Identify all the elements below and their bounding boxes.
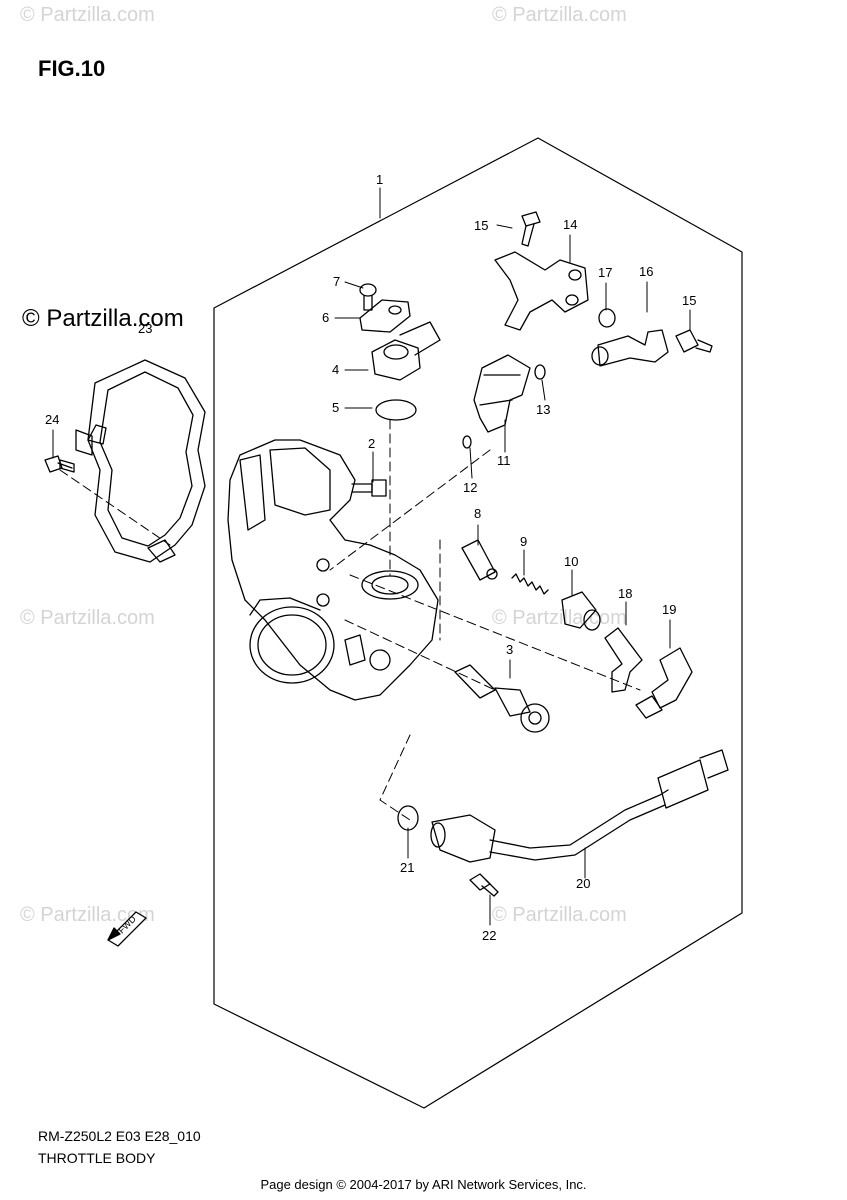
spring-part	[511, 573, 549, 595]
leader-lines	[52, 187, 691, 926]
sensor-harness-part	[430, 749, 729, 863]
watermark: © Partzilla.com	[20, 4, 155, 26]
hose-part	[635, 647, 693, 719]
bracket-part	[359, 299, 411, 333]
o-ring-part	[598, 308, 616, 328]
plunger-part	[461, 539, 498, 581]
watermark: © Partzilla.com	[492, 904, 627, 926]
model-code: RM-Z250L2 E03 E28_010	[38, 1128, 201, 1144]
screw-part	[359, 283, 377, 311]
callout-1: 1	[376, 172, 383, 187]
screw-part	[454, 664, 550, 733]
injector-part	[473, 354, 531, 433]
sensor-part	[371, 321, 441, 381]
forward-direction-arrow: FWD	[107, 911, 147, 947]
o-ring-part	[534, 364, 546, 380]
callout-13: 13	[536, 402, 550, 417]
callout-12: 12	[463, 480, 477, 495]
callout-14: 14	[563, 217, 577, 232]
o-ring-part	[397, 805, 419, 831]
bolt-part	[675, 329, 713, 353]
callout-10: 10	[564, 554, 578, 569]
bolt-part	[521, 211, 541, 247]
callout-22: 22	[482, 928, 496, 943]
o-ring-part	[462, 435, 472, 449]
throttle-body-part	[227, 439, 439, 701]
watermark: © Partzilla.com	[20, 904, 155, 926]
figure-title: FIG.10	[38, 56, 106, 81]
bolt-part	[44, 455, 75, 473]
callout-7: 7	[333, 274, 340, 289]
callout-4: 4	[332, 362, 339, 377]
watermark-main: © Partzilla.com	[22, 305, 184, 332]
callout-numbers: 1 2 3 4 5 6 7 8 9 10 11 12 13 14 15 15 1…	[45, 172, 696, 943]
hose-part	[604, 627, 643, 693]
callout-11: 11	[497, 453, 511, 468]
fuel-pipe-part	[494, 251, 589, 331]
callout-3: 3	[506, 642, 513, 657]
callout-19: 19	[662, 602, 676, 617]
callout-2: 2	[368, 436, 375, 451]
o-ring-part	[375, 399, 417, 421]
joint-part	[591, 329, 669, 367]
assembly-outline	[213, 137, 743, 1109]
cap-part	[561, 591, 601, 631]
watermark: © Partzilla.com	[492, 4, 627, 26]
page-credit: Page design © 2004-2017 by ARI Network S…	[260, 1177, 587, 1192]
bolt-part	[469, 873, 499, 897]
callout-15: 15	[474, 218, 488, 233]
callout-21: 21	[400, 860, 414, 875]
callout-24: 24	[45, 412, 59, 427]
bolt-part	[351, 479, 387, 497]
section-name: THROTTLE BODY	[38, 1150, 156, 1166]
callout-9: 9	[520, 534, 527, 549]
callout-6: 6	[322, 310, 329, 325]
callout-16: 16	[639, 264, 653, 279]
callout-23: 23	[138, 321, 152, 336]
callout-15: 15	[682, 293, 696, 308]
callout-18: 18	[618, 586, 632, 601]
watermark: © Partzilla.com	[20, 607, 155, 629]
gasket-part	[75, 359, 206, 563]
callout-5: 5	[332, 400, 339, 415]
callout-20: 20	[576, 876, 590, 891]
callout-8: 8	[474, 506, 481, 521]
callout-17: 17	[598, 265, 612, 280]
